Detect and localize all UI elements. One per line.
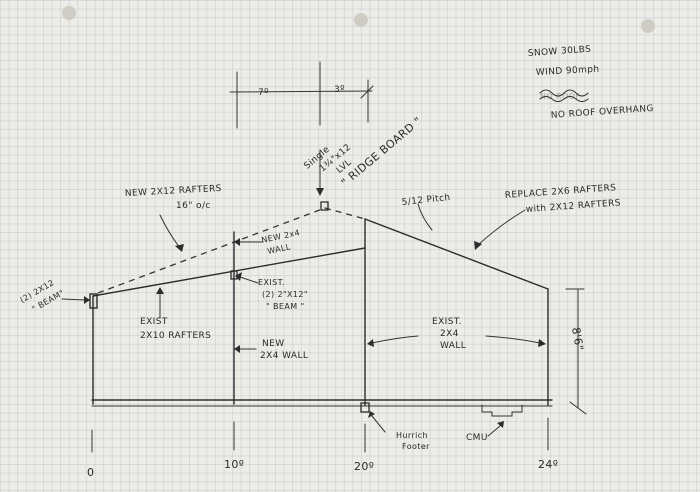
cmu-block	[481, 404, 523, 417]
binder-hole	[641, 19, 655, 33]
arrow-head	[474, 241, 482, 250]
note-no-overhang: NO ROOF OVERHANG	[551, 104, 655, 121]
scribble-mark	[539, 89, 589, 97]
pitch-label: 5/12 Pitch	[401, 193, 451, 208]
arrow-head	[497, 421, 504, 428]
new-rafters-arrow	[159, 214, 181, 249]
height-dim-tick-bot	[569, 401, 587, 415]
cmu-arrow	[487, 425, 501, 437]
ridge-board-box	[320, 201, 329, 211]
ridge-label: Single 1¾"x12 LVL " RIDGE BOARD "	[303, 114, 425, 189]
new-wall-top-label-2: WALL	[267, 242, 292, 256]
arrow-head	[368, 411, 375, 418]
axis-label-20: 20º	[354, 460, 374, 473]
replace-label-2: with 2X12 RAFTERS	[526, 198, 622, 215]
dim-ridge-left: 7º	[258, 88, 269, 98]
arrow-head	[367, 339, 374, 347]
exist-wall-arrow-left	[371, 335, 419, 344]
new-wall-label-2: 2X4 WALL	[260, 351, 308, 361]
exist-wall-label-3: WALL	[440, 341, 466, 351]
exist-beam-label-2: (2) 2"X12"	[262, 290, 308, 299]
replace-arrow	[477, 209, 526, 246]
scribble-mark	[539, 96, 589, 102]
exist-rafters-label-2: 2X10 RAFTERS	[140, 331, 211, 341]
exist-wall-label-2: 2X4	[440, 329, 459, 339]
arrow-head	[234, 238, 240, 246]
arrow-head	[316, 188, 324, 196]
dim-line-ridge	[229, 90, 373, 93]
dim-ridge-right: 3º	[334, 85, 345, 95]
footer-label-2: Footer	[402, 442, 430, 451]
left-beam-box	[89, 293, 98, 309]
exist-wall-arrow-right	[485, 335, 541, 344]
arrow-head	[175, 244, 184, 252]
new-rafters-label-1: NEW 2X12 RAFTERS	[125, 184, 222, 199]
beam-arrow	[61, 298, 87, 301]
exist-beam-label-3: " BEAM "	[266, 302, 305, 311]
new-rafters-label-2: 16" o/c	[176, 201, 211, 211]
note-wind: WIND 90mph	[536, 65, 600, 78]
footer-label-1: Hurrich	[396, 431, 428, 440]
axis-label-10: 10º	[224, 458, 244, 471]
arrow-head	[234, 345, 240, 353]
arrow-head	[538, 339, 546, 347]
axis-label-24: 24º	[538, 458, 558, 471]
pitch-arrow	[417, 203, 433, 231]
cmu-label: CMU	[466, 433, 488, 443]
notes-block: SNOW 30LBS WIND 90mph NO ROOF NO ROOF OV…	[528, 45, 655, 121]
footer-box	[360, 402, 370, 413]
new-rafter-dashed-right	[324, 207, 366, 220]
exist-beam-label-1: EXIST.	[258, 278, 285, 287]
new-wall-label-1: NEW	[262, 339, 285, 349]
arrow-head	[156, 287, 164, 294]
ridge-label-4: " RIDGE BOARD "	[339, 114, 425, 189]
binder-hole	[62, 6, 76, 20]
note-snow: SNOW 30LBS	[528, 45, 592, 59]
new-rafter-dashed	[97, 207, 326, 294]
exist-rafters-label-1: EXIST	[140, 317, 168, 327]
arrow-head	[235, 272, 242, 281]
axis-label-0: 0	[87, 466, 94, 479]
dim-slash	[360, 85, 374, 99]
height-label: 8'6"	[569, 326, 586, 352]
replace-label-1: REPLACE 2X6 RAFTERS	[505, 183, 617, 201]
existing-roof-line	[92, 247, 366, 297]
footer-arrow	[371, 415, 386, 433]
note-scribbled: NO ROOF	[540, 92, 580, 101]
exist-beam-arrow	[239, 276, 259, 284]
exist-wall-label-1: EXIST.	[432, 317, 462, 327]
right-roof-slope	[364, 218, 549, 290]
binder-hole	[354, 13, 368, 27]
arrow-head	[84, 296, 90, 304]
